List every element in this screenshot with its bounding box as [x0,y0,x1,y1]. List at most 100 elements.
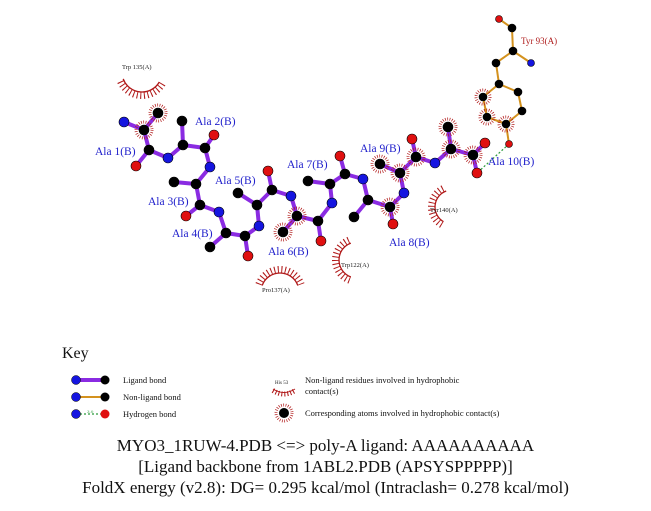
carbon-atom [501,119,511,129]
key-hydrophobic-residue: His 53 Non-ligand residues involved in h… [271,375,460,397]
carbon-atom [251,199,263,211]
key-nonligand-residues-label: Non-ligand residues involved in hydropho… [305,375,460,385]
oxygen-atom [315,235,327,247]
nitrogen-atom [204,161,216,173]
carbon-atom [168,176,180,188]
hydrophobic-contact-mark [148,103,168,123]
label-trp122: Trp122(A) [341,262,369,269]
label-tyr140: Tyr140(A) [430,207,458,214]
oxygen-atom [471,167,483,179]
oxygen-atom [334,150,346,162]
hydrophobic-contact-mark [273,222,293,242]
carbon-atom [302,175,314,187]
oxygen-atom [130,160,142,172]
hydrophobic-arc-pro137-spokes [255,266,305,286]
caption-line-2: [Ligand backbone from 1ABL2.PDB (APSYSPP… [138,457,513,476]
carbon-atom [410,151,422,163]
carbon-atom [176,115,188,127]
hydrophobic-contact-mark [287,206,307,226]
oxygen-atom [208,129,220,141]
carbon-atom [374,158,386,170]
carbon-atom [384,201,396,213]
carbon-atom [491,58,501,68]
carbon-atom [507,23,517,33]
caption-line-1: MYO3_1RUW-4.PDB <=> poly-A ligand: AAAAA… [116,436,535,455]
hydrophobic-contact-mark [441,139,461,159]
nitrogen-atom [213,206,225,218]
key-nonligand-residues-label-2: contact(s) [305,386,339,396]
key-nonligand-bond-label: Non-ligand bond [123,392,182,402]
key-carbon-atom [279,408,289,418]
label-pro137: Pro137(A) [262,287,290,294]
hydrophobic-contact-mark [478,108,496,126]
hydrophobic-contact-mark [380,197,400,217]
label-ala2: Ala 2(B) [195,116,236,128]
nitrogen-atom [118,116,130,128]
key-nonligand-bond: Non-ligand bond [71,392,182,402]
carbon-atom [324,178,336,190]
hydrophobic-contact-mark [370,154,390,174]
carbon-atom [445,143,457,155]
oxygen-atom [505,140,513,148]
carbon-atom [239,230,251,242]
label-ala7: Ala 7(B) [287,159,328,171]
carbon-atom [232,187,244,199]
nitrogen-atom [398,187,410,199]
oxygen-atom [479,137,491,149]
hydrophobic-arc-pro137 [261,272,299,286]
label-ala10: Ala 10(B) [488,156,534,168]
carbon-atom [177,139,189,151]
oxygen-atom [406,133,418,145]
key-example-residue: His 53 [275,381,289,386]
nitrogen-atom [162,152,174,164]
hydrophobic-arc-trp122 [338,242,352,278]
carbon-atom [517,106,527,116]
carbon-atom [138,124,150,136]
nitrogen-atom [253,220,265,232]
nitrogen-atom [429,157,441,169]
carbon-atom [266,184,278,196]
oxygen-atom [242,250,254,262]
carbon-atom [394,167,406,179]
hydrophobic-arc-tyr140 [434,190,447,223]
carbon-atom [442,121,454,133]
carbon-atom [482,112,492,122]
label-trp135: Trp 135(A) [122,64,152,71]
hydrophobic-contact-mark [463,145,483,165]
hydrophobic-contact-mark [497,115,515,133]
hydrophobic-contact-mark [274,403,294,423]
label-ala5: Ala 5(B) [215,175,256,187]
label-ala9: Ala 9(B) [360,143,401,155]
carbon-atom [478,92,488,102]
hydrophobic-contact-mark [390,163,410,183]
key-corresponding-atoms-label: Corresponding atoms involved in hydropho… [305,408,499,418]
label-ala1: Ala 1(B) [95,146,136,158]
nitrogen-atom [357,173,369,185]
hydrophobic-arc-trp135 [122,78,160,93]
carbon-atom [339,168,351,180]
carbon-atom [190,178,202,190]
hydrophobic-arc-trp122-spokes [332,236,352,284]
nitrogen-atom [527,59,535,67]
carbon-atom [362,194,374,206]
carbon-atom [348,211,360,223]
carbon-atom [508,46,518,56]
hydrophobic-arc-trp135-spokes [116,78,166,99]
carbon-atom [194,199,206,211]
key-hbond-distance: 3.0 [87,409,94,414]
carbon-atom [467,149,479,161]
carbon-atom [513,87,523,97]
hydrophobic-contact-mark [474,88,492,106]
key-title: Key [62,345,89,362]
nitrogen-atom [326,197,338,209]
carbon-atom [277,226,289,238]
carbon-atom [312,215,324,227]
hydrogen-bond [476,143,510,174]
label-ala6: Ala 6(B) [268,246,309,258]
key-hydrogen-bond-label: Hydrogen bond [123,409,177,419]
oxygen-atom [495,15,503,23]
carbon-atom [291,210,303,222]
key-hydrophobic-atom: Corresponding atoms involved in hydropho… [274,403,499,423]
